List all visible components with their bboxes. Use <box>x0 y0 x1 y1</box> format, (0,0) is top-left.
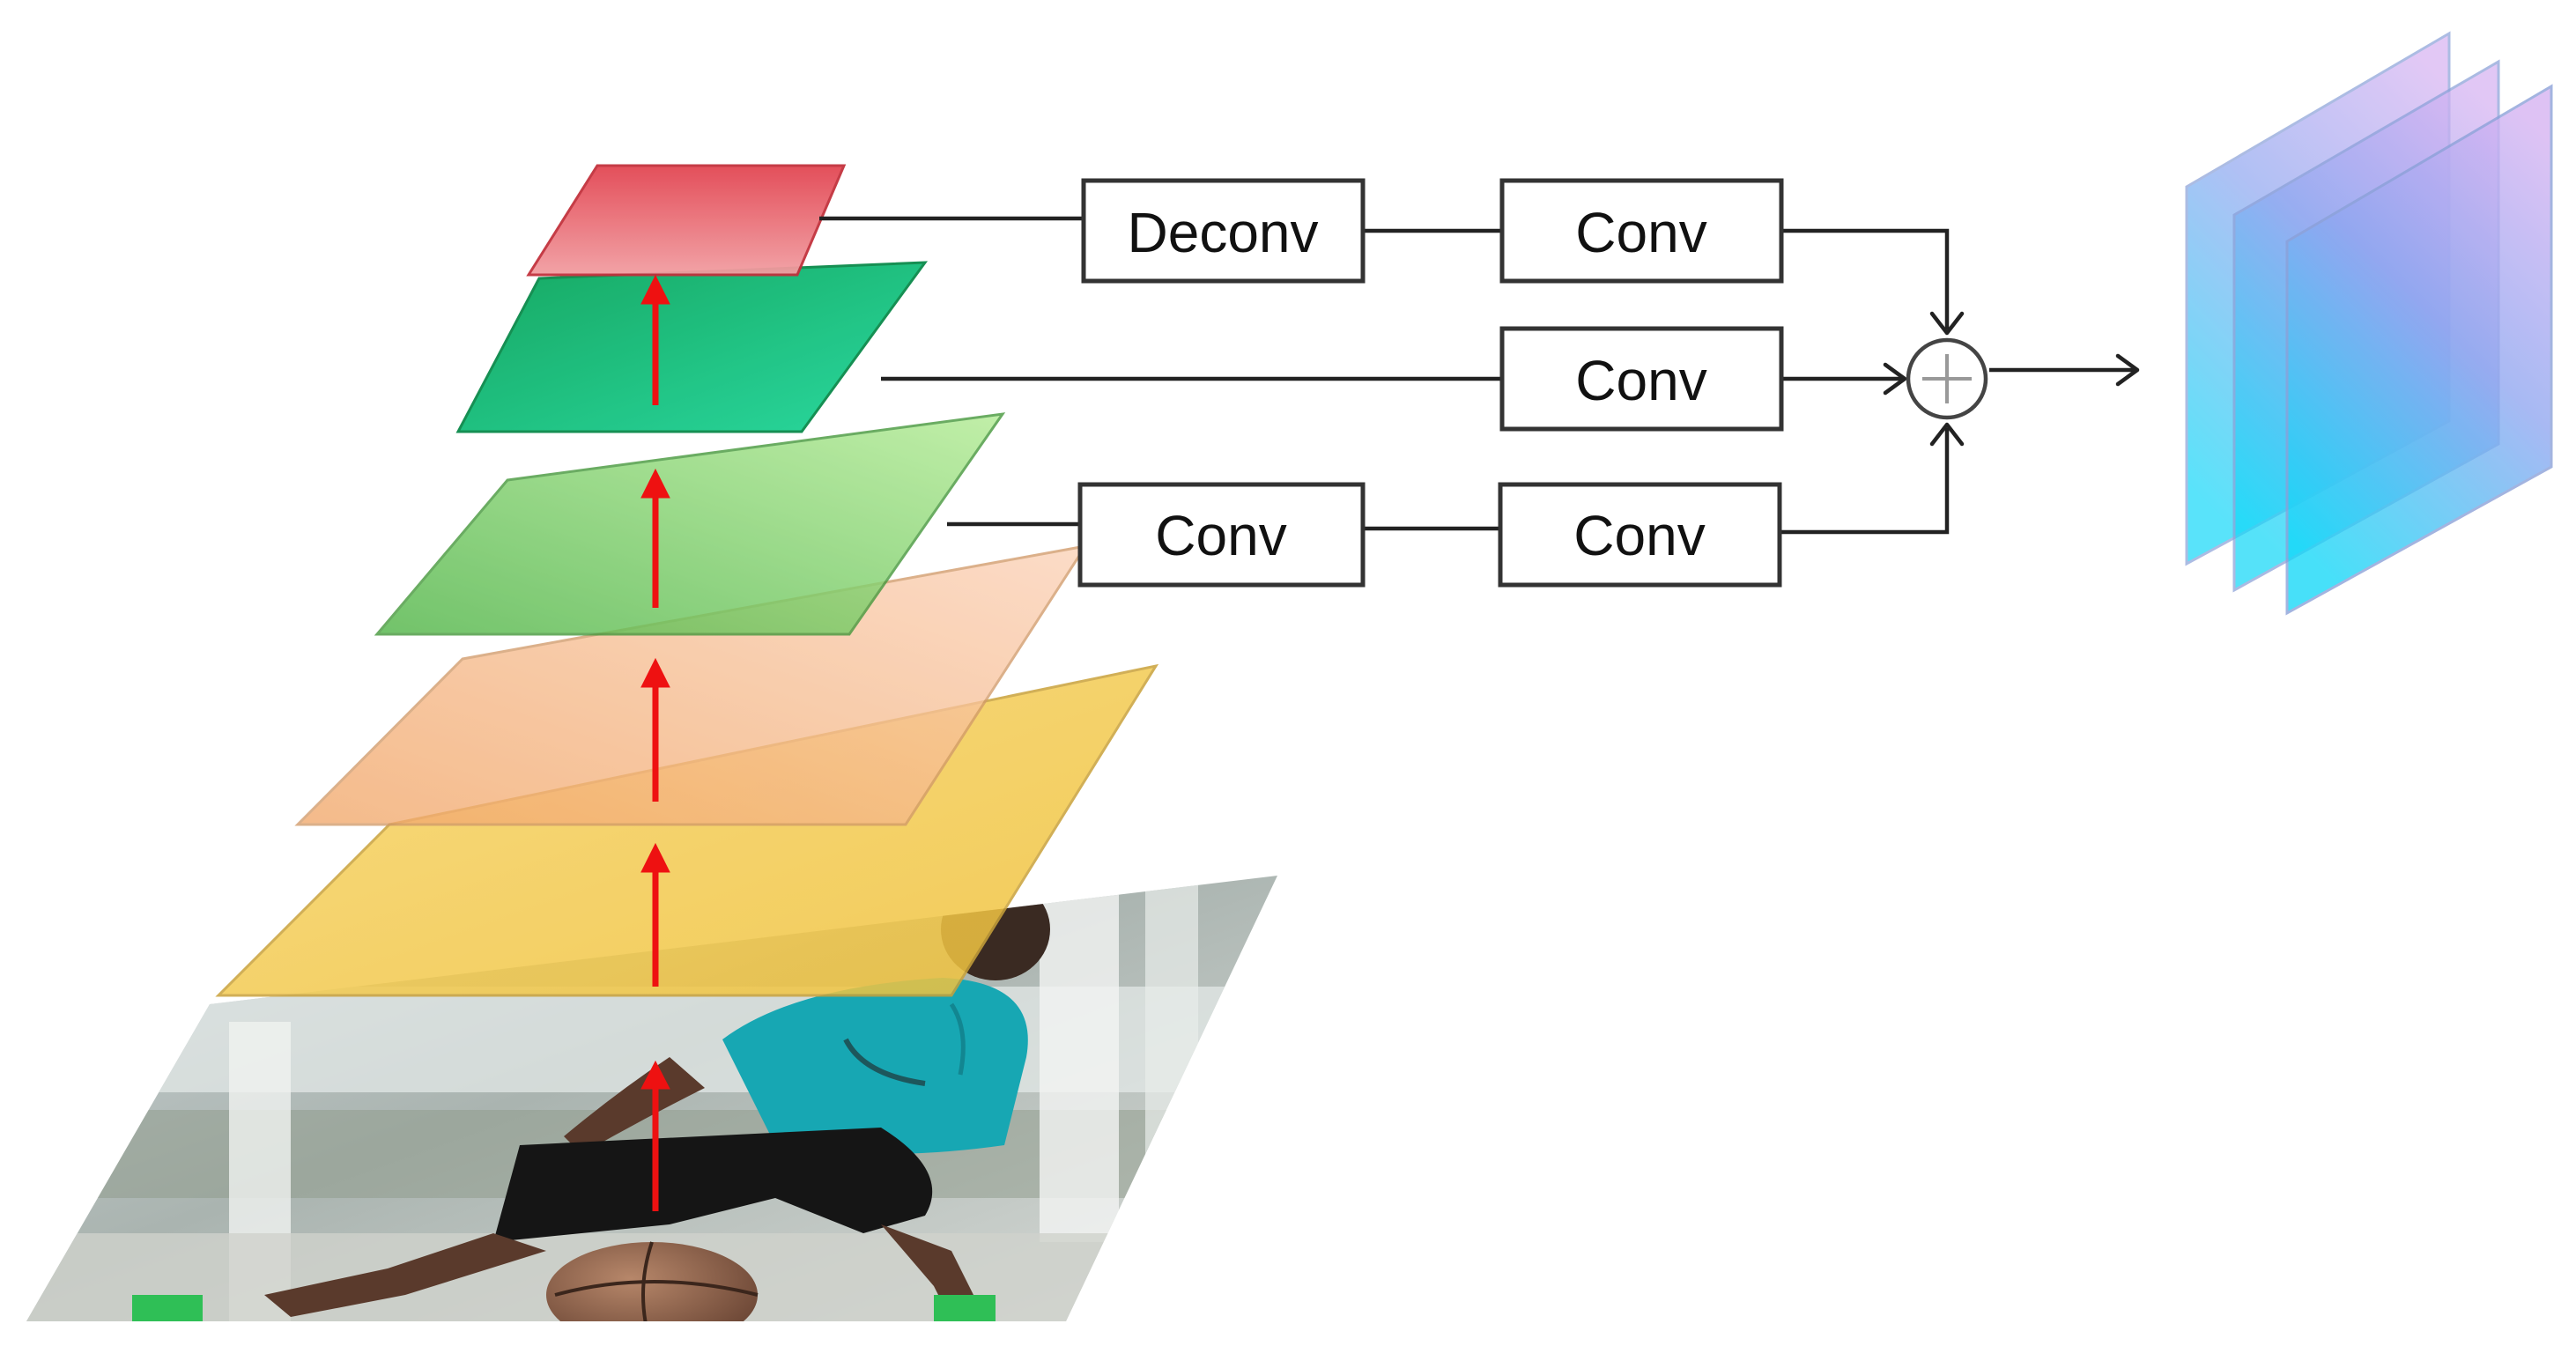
pyramid-level-4 <box>455 261 929 433</box>
deconv-box: Deconv <box>1081 178 1366 284</box>
input-image <box>26 876 1277 1321</box>
red-arrow-5 <box>640 274 670 405</box>
conv-top-box: Conv <box>1499 178 1784 284</box>
conv-top-label: Conv <box>1575 201 1706 264</box>
deconv-label: Deconv <box>1128 201 1319 264</box>
upsample-arrows <box>640 274 670 1211</box>
conv-bottom-left-box: Conv <box>1077 482 1366 588</box>
red-arrow-2 <box>640 842 670 987</box>
conv-bottom-right-label: Conv <box>1573 504 1705 567</box>
conv-mid-box: Conv <box>1499 326 1784 432</box>
conv-bottom-right-box: Conv <box>1498 482 1782 588</box>
output-feature-maps <box>2185 31 2553 616</box>
connection-wires <box>819 216 2140 535</box>
pyramid-level-3 <box>374 412 1006 636</box>
pyramid-level-5 <box>526 164 847 277</box>
output-map-front <box>2285 84 2553 616</box>
red-arrow-3 <box>640 657 670 802</box>
sum-node <box>1906 337 1988 420</box>
conv-mid-label: Conv <box>1575 349 1706 412</box>
red-arrow-1 <box>640 1060 670 1211</box>
red-arrow-4 <box>640 468 670 608</box>
conv-bottom-left-label: Conv <box>1155 504 1286 567</box>
